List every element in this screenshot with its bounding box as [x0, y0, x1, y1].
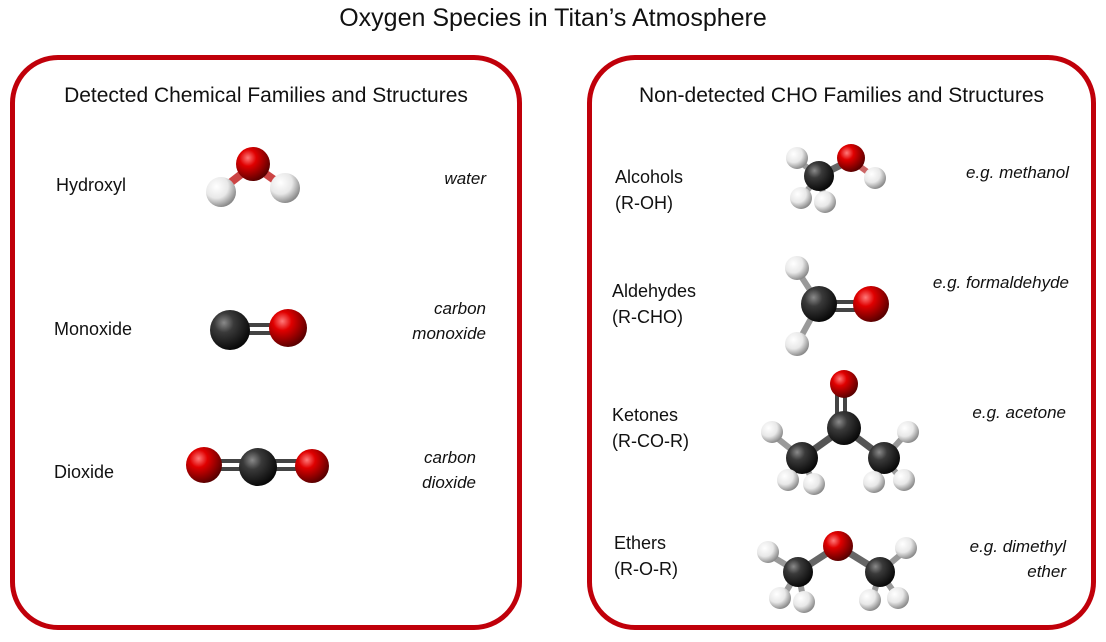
figure-title: Oxygen Species in Titan’s Atmosphere: [339, 4, 767, 32]
carbon-atom: [868, 442, 900, 474]
example-line: carbon: [424, 448, 476, 467]
carbon-monoxide-molecule: [210, 309, 307, 350]
example-line: ether: [1027, 562, 1066, 581]
oxygen-atom: [830, 370, 858, 398]
hydrogen-atom: [757, 541, 779, 563]
carbon-atom: [865, 557, 895, 587]
hydrogen-atom: [814, 191, 836, 213]
example-line: e.g. methanol: [965, 163, 1069, 182]
carbon-monoxide-example: carbon monoxide: [412, 296, 486, 346]
oxygen-atom: [295, 449, 329, 483]
dimethyl-ether-example: e.g. dimethyl ether: [970, 534, 1066, 584]
carbon-atom: [239, 448, 277, 486]
formaldehyde-molecule: [785, 256, 889, 356]
family-name: Aldehydes: [612, 281, 697, 301]
hydrogen-atom: [864, 167, 886, 189]
example-line: dioxide: [422, 473, 476, 492]
hydrogen-atom: [863, 471, 885, 493]
carbon-atom: [827, 411, 861, 445]
aldehydes-label: Aldehydes (R-CHO): [612, 278, 696, 330]
oxygen-atom: [186, 447, 222, 483]
hydrogen-atom: [786, 147, 808, 169]
hydrogen-atom: [785, 256, 809, 280]
carbon-dioxide-example: carbon dioxide: [422, 445, 476, 495]
hydrogen-atom: [761, 421, 783, 443]
oxygen-atom: [823, 531, 853, 561]
oxygen-atom: [837, 144, 865, 172]
hydrogen-atom: [859, 589, 881, 611]
hydrogen-atom: [206, 177, 236, 207]
hydrogen-atom: [793, 591, 815, 613]
hydrogen-atom: [887, 587, 909, 609]
detected-panel-title: Detected Chemical Families and Structure…: [64, 84, 468, 107]
acetone-example: e.g. acetone: [972, 400, 1066, 425]
family-formula: (R-O-R): [614, 559, 678, 579]
carbon-atom: [786, 442, 818, 474]
ethers-label: Ethers (R-O-R): [614, 530, 678, 582]
example-line: carbon: [434, 299, 486, 318]
family-name: Ketones: [612, 405, 679, 425]
hydrogen-atom: [803, 473, 825, 495]
example-line: e.g. formaldehyde: [932, 273, 1069, 292]
acetone-molecule: [761, 370, 919, 495]
dioxide-label: Dioxide: [54, 462, 115, 482]
hydrogen-atom: [893, 469, 915, 491]
hydroxyl-label: Hydroxyl: [56, 175, 127, 195]
hydrogen-atom: [769, 587, 791, 609]
family-name: Ethers: [614, 533, 667, 553]
carbon-atom: [210, 310, 250, 350]
family-name: Alcohols: [615, 167, 684, 187]
carbon-atom: [804, 161, 834, 191]
methanol-example: e.g. methanol: [966, 160, 1069, 185]
family-formula: (R-CO-R): [612, 431, 689, 451]
hydrogen-atom: [790, 187, 812, 209]
water-example: water: [444, 166, 486, 191]
hydrogen-atom: [270, 173, 300, 203]
oxygen-atom: [853, 286, 889, 322]
dimethyl-ether-molecule: [757, 531, 917, 613]
ketones-label: Ketones (R-CO-R): [612, 402, 689, 454]
oxygen-atom: [269, 309, 307, 347]
example-line: e.g. dimethyl: [969, 537, 1066, 556]
hydrogen-atom: [785, 332, 809, 356]
family-formula: (R-OH): [615, 193, 673, 213]
family-formula: (R-CHO): [612, 307, 683, 327]
detected-families-panel: Detected Chemical Families and Structure…: [10, 55, 522, 630]
non-detected-panel-title: Non-detected CHO Families and Structures: [639, 84, 1044, 107]
oxygen-atom: [236, 147, 270, 181]
non-detected-families-panel: Non-detected CHO Families and Structures: [587, 55, 1096, 630]
example-line: water: [444, 169, 486, 188]
formaldehyde-example: e.g. formaldehyde: [933, 270, 1069, 295]
alcohols-label: Alcohols (R-OH): [615, 164, 683, 216]
carbon-dioxide-molecule: [186, 447, 329, 486]
carbon-atom: [783, 557, 813, 587]
monoxide-label: Monoxide: [54, 319, 133, 339]
water-molecule: [206, 147, 300, 207]
hydrogen-atom: [777, 469, 799, 491]
example-line: monoxide: [412, 324, 486, 343]
example-line: e.g. acetone: [972, 403, 1066, 422]
hydrogen-atom: [897, 421, 919, 443]
methanol-molecule: [786, 144, 886, 213]
hydrogen-atom: [895, 537, 917, 559]
carbon-atom: [801, 286, 837, 322]
